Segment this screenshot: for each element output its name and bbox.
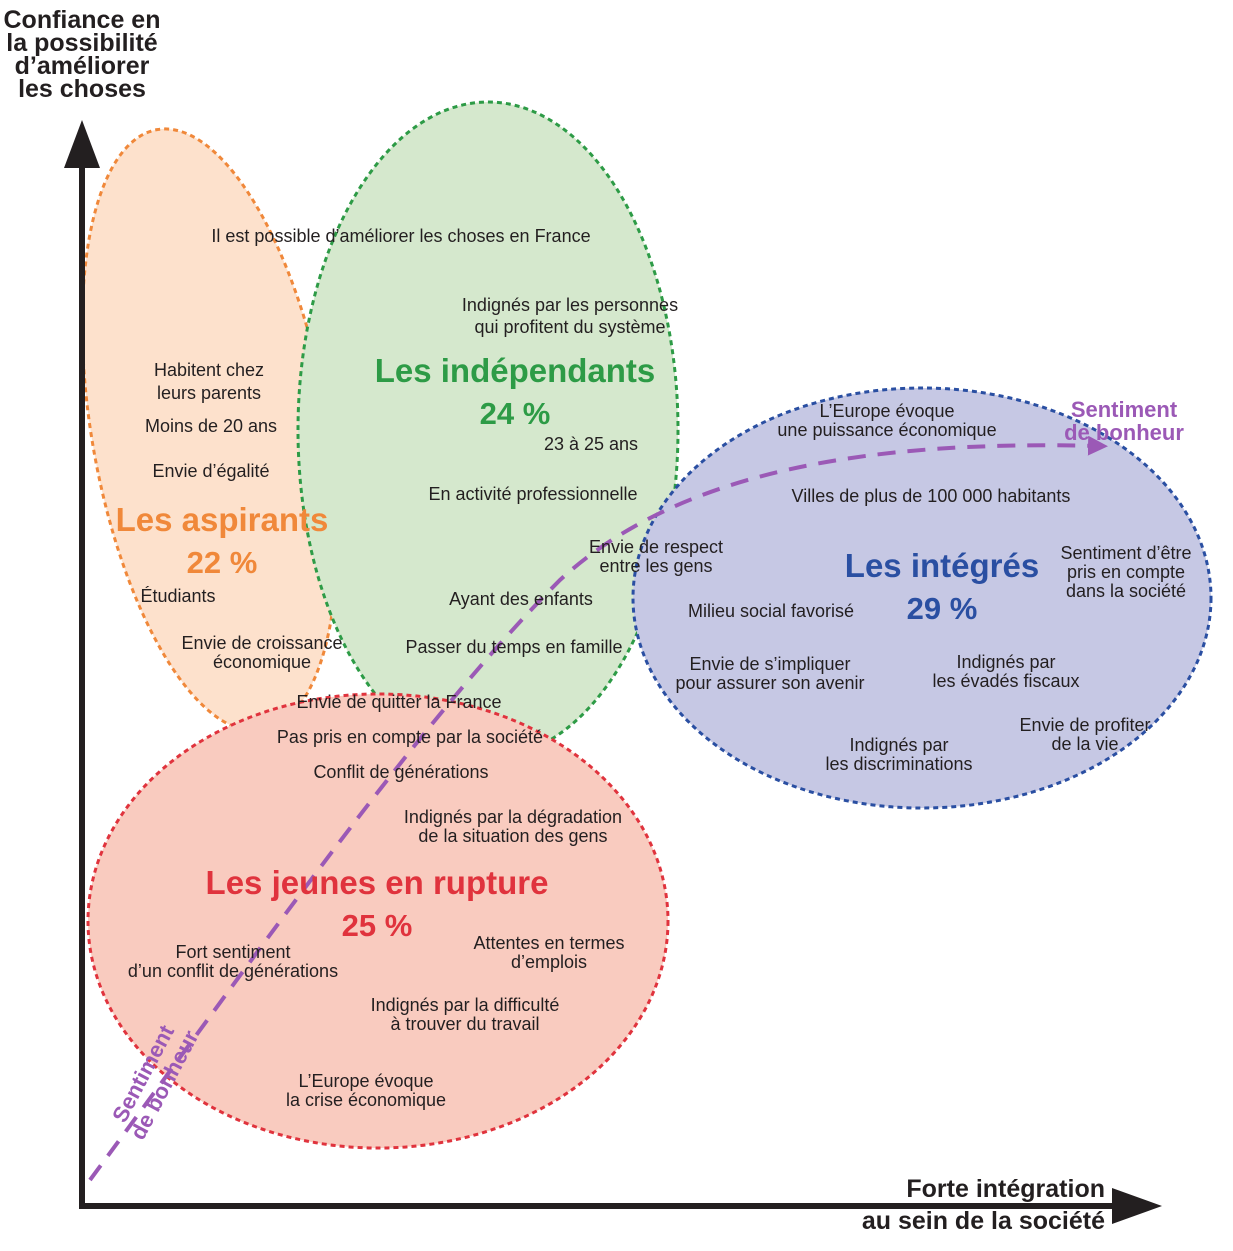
label-difficulte-travail-line: à trouver du travail [390, 1014, 539, 1034]
label-envie-respect-line: Envie de respect [589, 537, 723, 557]
label-envie-croissance-line: Envie de croissance [181, 633, 342, 653]
label-ayant-enfants-line: Ayant des enfants [449, 589, 593, 609]
label-villes-100000: Villes de plus de 100 000 habitants [792, 486, 1071, 506]
label-passer-temps-famille-line: Passer du temps en famille [405, 637, 622, 657]
ellipse-jeunes-en-rupture [86, 692, 670, 1150]
label-indignes-systeme-line: Indignés par les personnes [462, 295, 678, 315]
label-europe-crise-line: la crise économique [286, 1090, 446, 1110]
bonheur-label-top-line: Sentiment [1071, 397, 1178, 422]
label-pas-pris-en-compte-line: Pas pris en compte par la société [277, 727, 543, 747]
label-discriminations-line: les discriminations [825, 754, 972, 774]
y-axis-title-line: d’améliorer [15, 52, 150, 80]
label-sentiment-pris-en-compte-line: pris en compte [1067, 562, 1185, 582]
group-percent-aspirants: 22 % [187, 545, 258, 580]
label-discriminations-line: Indignés par [849, 735, 948, 755]
y-axis-title-line: la possibilité [6, 29, 158, 57]
label-attentes-emplois-line: d’emplois [511, 952, 587, 972]
label-envie-impliquer-line: pour assurer son avenir [675, 673, 864, 693]
label-etudiants-line: Étudiants [140, 586, 215, 606]
label-conflit-generations: Conflit de générations [313, 762, 488, 782]
label-passer-temps-famille: Passer du temps en famille [405, 637, 622, 657]
label-evades-fiscaux-line: Indignés par [956, 652, 1055, 672]
label-envie-impliquer-line: Envie de s’impliquer [689, 654, 850, 674]
label-moins-20-ans-line: Moins de 20 ans [145, 416, 277, 436]
label-envie-quitter-france-line: Envie de quitter la France [296, 692, 501, 712]
y-axis-title-line: Confiance en [4, 6, 161, 34]
label-possible-ameliorer-line: Il est possible d’améliorer les choses e… [211, 226, 590, 246]
label-villes-100000-line: Villes de plus de 100 000 habitants [792, 486, 1071, 506]
label-23-25-ans-line: 23 à 25 ans [544, 434, 638, 454]
bonheur-label-top-line: de bonheur [1064, 420, 1184, 445]
label-fort-conflit-generations-line: Fort sentiment [175, 942, 290, 962]
label-indignes-degradation-line: de la situation des gens [418, 826, 607, 846]
label-indignes-degradation-line: Indignés par la dégradation [404, 807, 622, 827]
group-name-independants: Les indépendants [375, 352, 656, 389]
x-axis-title-line: Forte intégration [906, 1175, 1105, 1203]
label-pas-pris-en-compte: Pas pris en compte par la société [277, 727, 543, 747]
group-name-jeunes-en-rupture: Les jeunes en rupture [206, 864, 549, 901]
label-milieu-favorise-line: Milieu social favorisé [688, 601, 854, 621]
label-etudiants: Étudiants [140, 586, 215, 606]
group-percent-integres: 29 % [907, 591, 978, 626]
label-fort-conflit-generations-line: d’un conflit de générations [128, 961, 338, 981]
label-possible-ameliorer: Il est possible d’améliorer les choses e… [211, 226, 590, 246]
label-sentiment-pris-en-compte-line: dans la société [1066, 581, 1186, 601]
group-name-integres: Les intégrés [845, 547, 1039, 584]
label-envie-croissance-line: économique [213, 652, 311, 672]
label-sentiment-pris-en-compte-line: Sentiment d’être [1060, 543, 1191, 563]
label-envie-respect-line: entre les gens [599, 556, 712, 576]
label-evades-fiscaux-line: les évadés fiscaux [932, 671, 1079, 691]
label-envie-profiter-line: Envie de profiter [1019, 715, 1150, 735]
label-conflit-generations-line: Conflit de générations [313, 762, 488, 782]
group-name-aspirants: Les aspirants [116, 501, 329, 538]
y-axis [64, 120, 100, 1207]
bonheur-curve [88, 435, 1108, 1182]
label-milieu-favorise: Milieu social favorisé [688, 601, 854, 621]
label-activite-professionnelle: En activité professionnelle [428, 484, 637, 504]
label-europe-puissance-line: une puissance économique [777, 420, 996, 440]
ellipse-independants [296, 100, 680, 760]
label-habitent-parents-line: Habitent chez [154, 360, 264, 380]
x-axis [79, 1188, 1162, 1224]
label-habitent-parents: Habitent chez leurs parents [154, 360, 264, 403]
label-envie-profiter-line: de la vie [1051, 734, 1118, 754]
label-23-25-ans: 23 à 25 ans [544, 434, 638, 454]
label-attentes-emplois-line: Attentes en termes [473, 933, 624, 953]
label-moins-20-ans: Moins de 20 ans [145, 416, 277, 436]
label-habitent-parents-line: leurs parents [157, 383, 261, 403]
label-europe-crise-line: L’Europe évoque [298, 1071, 433, 1091]
label-envie-quitter-france: Envie de quitter la France [296, 692, 501, 712]
group-percent-jeunes-en-rupture: 25 % [342, 908, 413, 943]
y-axis-title-line: les choses [18, 75, 146, 103]
label-indignes-systeme-line: qui profitent du système [474, 317, 665, 337]
group-percent-independants: 24 % [480, 396, 551, 431]
label-difficulte-travail-line: Indignés par la difficulté [371, 995, 560, 1015]
ellipse-integres [631, 386, 1213, 810]
x-axis-title-line: au sein de la société [862, 1207, 1105, 1235]
label-ayant-enfants: Ayant des enfants [449, 589, 593, 609]
label-envie-egalite-line: Envie d’égalité [152, 461, 269, 481]
label-activite-professionnelle-line: En activité professionnelle [428, 484, 637, 504]
x-axis-title: Forte intégration au sein de la société [862, 1175, 1105, 1235]
label-envie-egalite: Envie d’égalité [152, 461, 269, 481]
label-europe-puissance-line: L’Europe évoque [819, 401, 954, 421]
